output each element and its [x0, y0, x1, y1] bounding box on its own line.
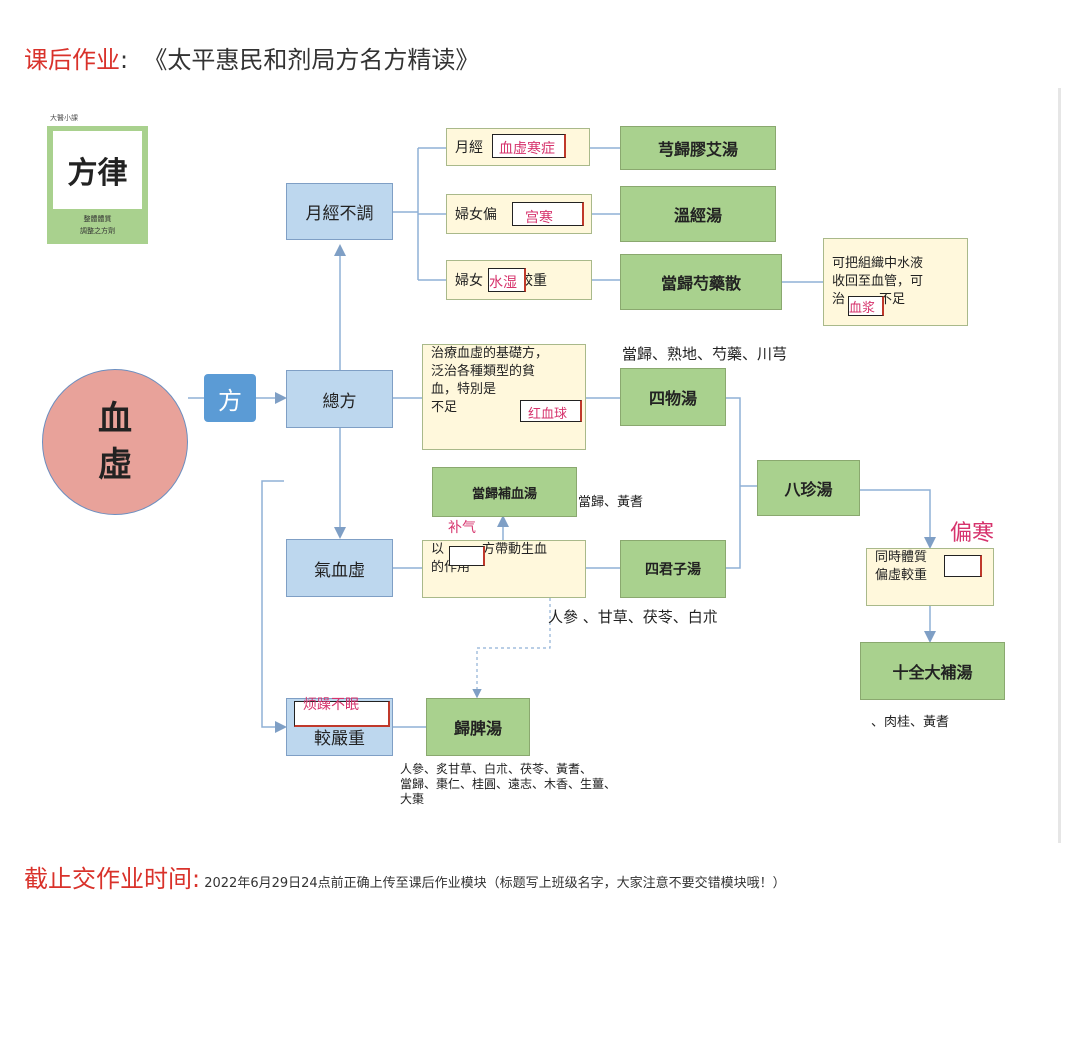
answer-danggui: 血浆 — [849, 301, 876, 316]
ingredients-buxue: 當歸、黃耆 — [578, 495, 644, 510]
formula-shiquan: 十全大補湯 — [860, 642, 1005, 700]
answer-blank-sijun[interactable] — [449, 546, 485, 566]
formula-label-box: 方 — [204, 374, 256, 422]
category-qixue: 氣血虛 — [286, 539, 393, 597]
answer-c2: 宫寒 — [525, 210, 553, 226]
answer-blank-c3[interactable] — [488, 268, 526, 292]
answer-blank-bazhen[interactable] — [944, 555, 982, 577]
cover-calligraphy: 方律 — [67, 156, 128, 191]
formula-xiongui: 芎歸膠艾湯 — [620, 126, 776, 170]
note-danggui-line3-pre: 治 — [832, 292, 846, 307]
book-title: 《太平惠民和剂局方名方精读》 — [143, 46, 480, 74]
condition-bazhen-line1: 同時體質 — [875, 550, 928, 565]
description-siwu-line3: 血，特別是 — [431, 382, 497, 397]
cover-art: 方律 — [53, 131, 142, 209]
formula-siwu: 四物湯 — [620, 368, 726, 426]
note-danggui-line2: 收回至血管，可 — [832, 274, 924, 289]
formula-guipi: 歸脾湯 — [426, 698, 530, 756]
note-danggui-shaoyao: 可把組織中水液 收回至血管，可 治 不足 — [823, 238, 968, 326]
description-siwu-line2: 泛治各種類型的貧 — [431, 364, 536, 379]
formula-dangguishaoyao: 當歸芍藥散 — [620, 254, 782, 310]
category-yuejing: 月經不調 — [286, 183, 393, 240]
answer-guipi: 烦躁不眠 — [303, 697, 359, 713]
deadline-label: 截止交作业时间: — [24, 865, 201, 893]
cover-subtitle-1: 整體體質 — [83, 215, 112, 223]
condition-shuishi-prefix: 婦女 — [455, 273, 483, 289]
answer-blank-guipi[interactable] — [294, 701, 390, 727]
ingredients-guipi: 人參、炙甘草、白朮、茯苓、黃耆、 當歸、棗仁、桂圓、遠志、木香、生薑、 大棗 — [400, 762, 616, 807]
circle-char-1: 血 — [98, 399, 132, 439]
condition-shuishi-suffix: 較重 — [519, 273, 547, 289]
answer-blank-danggui[interactable] — [848, 296, 884, 316]
answer-blank-c2[interactable] — [512, 202, 584, 226]
formula-wenjing: 溫經湯 — [620, 186, 776, 242]
cover-caption: 大醫小課 — [50, 114, 78, 122]
description-siwu: 治療血虛的基礎方， 泛治各種類型的貧 血，特別是 不足 — [422, 344, 586, 450]
formula-sijunzi: 四君子湯 — [620, 540, 726, 598]
description-siwu-line4: 不足 — [431, 400, 458, 415]
note-danggui-line1: 可把組織中水液 — [832, 256, 924, 271]
answer-c1: 血虚寒症 — [499, 141, 555, 157]
description-sijun-prefix: 以 — [431, 542, 445, 557]
formula-buxue: 當歸補血湯 — [432, 467, 577, 517]
answer-c3: 水湿 — [489, 275, 517, 291]
category-zongfang: 總方 — [286, 370, 393, 428]
answer-blank-siwu[interactable] — [520, 400, 582, 422]
circle-char-2: 虛 — [98, 445, 132, 485]
homework-label: 课后作业 — [24, 46, 120, 74]
title-colon: : — [120, 46, 129, 74]
condition-yuejing-prefix: 月經 — [455, 140, 483, 156]
ingredients-guipi-line2: 當歸、棗仁、桂圓、遠志、木香、生薑、 — [400, 777, 617, 791]
answer-bazhen: 偏寒 — [950, 521, 995, 546]
scrollbar-track[interactable] — [1058, 88, 1061, 843]
description-sijun: 以方帶動生血 的作用 — [422, 540, 586, 598]
page-title: 课后作业: 《太平惠民和剂局方名方精读》 — [24, 40, 479, 75]
formula-bazhen: 八珍湯 — [757, 460, 860, 516]
deadline-notice: 截止交作业时间: 2022年6月29日24点前正确上传至课后作业模块（标题写上班… — [24, 866, 1064, 897]
book-cover-image: 方律 整體體質 調整之方劑 — [47, 126, 148, 244]
ingredients-guipi-line3: 大棗 — [400, 792, 425, 806]
deadline-text: 2022年6月29日24点前正确上传至课后作业模块（标题写上班级名字，大家注意不… — [204, 876, 786, 891]
answer-sijun: 补气 — [448, 520, 476, 536]
ingredients-guipi-line1: 人參、炙甘草、白朮、茯苓、黃耆、 — [400, 762, 593, 776]
answer-siwu: 红血球 — [528, 407, 568, 422]
category-jiaoyan-label: 較嚴重 — [314, 729, 365, 749]
condition-gonghan-prefix: 婦女偏 — [455, 207, 497, 223]
ingredients-shiquan: 、肉桂、黃耆 — [871, 715, 950, 730]
note-danggui-line3-suf: 不足 — [879, 292, 906, 307]
description-sijun-mid: 方帶動生血 — [482, 542, 548, 557]
description-siwu-line1: 治療血虛的基礎方， — [431, 346, 549, 361]
ingredients-siwu: 當歸、熟地、芍藥、川芎 — [622, 345, 788, 363]
blood-deficiency-circle: 血 虛 — [42, 369, 188, 515]
ingredients-sijunzi: 人參 、甘草、茯苓、白朮 — [548, 608, 718, 626]
answer-blank-c1[interactable] — [492, 134, 566, 158]
cover-subtitle-2: 調整之方劑 — [80, 227, 115, 235]
condition-bazhen-line2: 偏虛較重 — [875, 568, 928, 583]
